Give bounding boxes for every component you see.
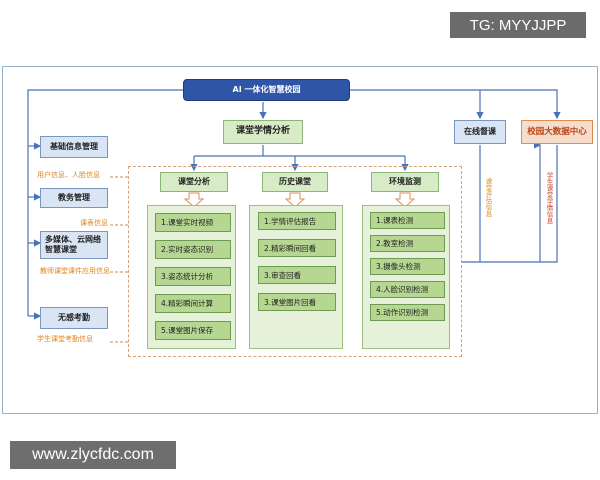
online-supervision-box: 在线督课 — [454, 120, 506, 144]
environment-title: 环境监测 — [371, 172, 439, 192]
analysis-title: 课堂分析 — [160, 172, 228, 192]
analysis-item: 3.姿态统计分析 — [155, 267, 231, 286]
watermark-bottom: www.zlycfdc.com — [10, 441, 176, 469]
header-box: AI 一体化智慧校园 — [183, 79, 350, 101]
environment-item: 1.课表检测 — [370, 212, 445, 229]
watermark-top: TG: MYYJJPP — [450, 12, 586, 38]
analysis-item: 1.课堂实时视频 — [155, 213, 231, 232]
history-panel: 1.学情评估报告 2.精彩瞬间回看 3.审查回看 3.课堂图片回看 — [249, 205, 343, 349]
history-item: 1.学情评估报告 — [258, 212, 336, 230]
center-title: 课堂学情分析 — [223, 120, 303, 144]
environment-panel: 1.课表检测 2.教室检测 3.摄像头检测 4.人脸识别检测 5.动作识别检测 — [362, 205, 450, 349]
environment-item: 2.教室检测 — [370, 235, 445, 252]
analysis-item: 5.课堂图片保存 — [155, 321, 231, 340]
academic-box: 教务管理 — [40, 188, 108, 208]
analysis-panel: 1.课堂实时视频 2.实时姿态识别 3.姿态统计分析 4.精彩瞬间计算 5.课堂… — [147, 205, 236, 349]
environment-item: 4.人脸识别检测 — [370, 281, 445, 298]
analysis-item: 2.实时姿态识别 — [155, 240, 231, 259]
history-item: 3.审查回看 — [258, 266, 336, 284]
attendance-box: 无感考勤 — [40, 307, 108, 329]
user-info-label: 用户信息、人脸信息 — [37, 171, 100, 179]
course-info-label: 课表信息 — [80, 219, 108, 227]
bigdata-center-box: 校园大数据中心 — [521, 120, 593, 144]
environment-item: 5.动作识别检测 — [370, 304, 445, 321]
multimedia-line2: 智慧课堂 — [45, 245, 77, 254]
eval-info-label: 课堂评估信息 — [484, 178, 492, 217]
history-item: 3.课堂图片回看 — [258, 293, 336, 311]
multimedia-line1: 多媒体、云网络 — [45, 235, 101, 244]
teacher-info-label: 教师课堂课件应用信息 — [40, 267, 110, 275]
history-item: 2.精彩瞬间回看 — [258, 239, 336, 257]
environment-item: 3.摄像头检测 — [370, 258, 445, 275]
multimedia-box: 多媒体、云网络 智慧课堂 — [40, 231, 108, 259]
history-title: 历史课堂 — [262, 172, 328, 192]
basic-info-box: 基础信息管理 — [40, 136, 108, 158]
student-attendance-label: 学生课堂考勤信息 — [37, 335, 93, 343]
analysis-item: 4.精彩瞬间计算 — [155, 294, 231, 313]
student-learning-info-label: 学生课堂学情信息 — [545, 172, 553, 224]
dashed-container — [128, 166, 462, 357]
